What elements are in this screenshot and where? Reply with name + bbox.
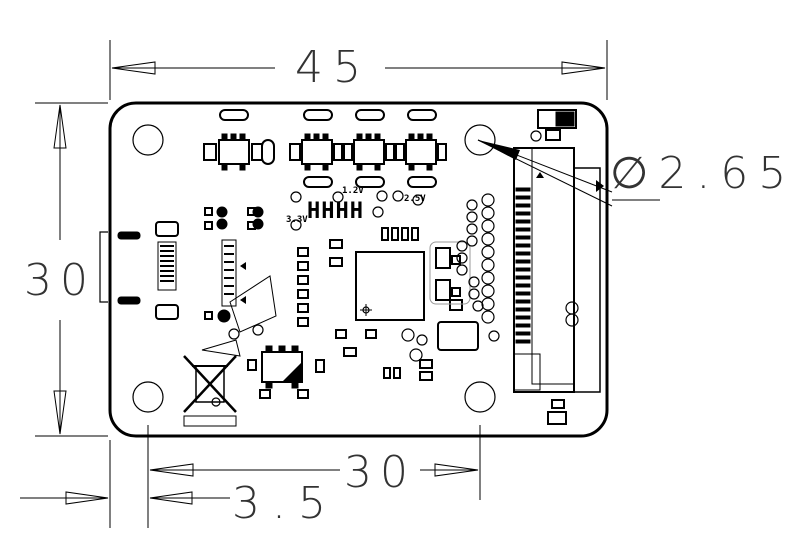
mounting-hole-top-left	[132, 124, 164, 156]
usb-connector	[99, 221, 179, 320]
bottom-right-parts	[547, 399, 567, 425]
usb-pins	[160, 245, 174, 282]
weee-symbol	[183, 355, 237, 427]
oscillators	[429, 241, 471, 305]
board-outline	[108, 101, 609, 438]
width-dimension-label: 45	[295, 42, 371, 93]
dimension-hole-offset: 3.5	[20, 440, 338, 529]
via-column	[456, 193, 500, 342]
main-chip	[355, 227, 433, 381]
fpc-pins	[515, 187, 531, 344]
dimension-width: 45	[109, 40, 608, 100]
hole-diameter-label: ∅2.65	[610, 148, 796, 199]
silkscreen-hhhh: HHHH	[307, 199, 364, 224]
dimension-hole-spacing: 30	[147, 425, 481, 528]
top-right-parts	[530, 109, 577, 142]
mounting-hole-bottom-right	[464, 381, 496, 413]
vias	[228, 190, 428, 362]
passive-column	[297, 239, 357, 357]
mounting-hole-top-right	[464, 124, 496, 156]
dimension-height: 30	[24, 102, 108, 437]
silkscreen-2v5: 2.5V	[404, 194, 426, 204]
hole-spacing-label: 30	[344, 447, 416, 498]
left-small-components	[201, 206, 277, 357]
silkscreen-1v2: 1.2V	[342, 186, 364, 196]
dimension-hole-diameter: ∅2.65	[477, 139, 796, 207]
height-dimension-label: 30	[24, 255, 96, 306]
top-components	[203, 109, 447, 188]
hole-offset-label: 3.5	[232, 478, 338, 529]
crystal-chip	[437, 299, 479, 351]
power-ic	[247, 345, 325, 399]
mounting-hole-bottom-left	[132, 381, 164, 413]
fpc-connector	[513, 147, 604, 393]
